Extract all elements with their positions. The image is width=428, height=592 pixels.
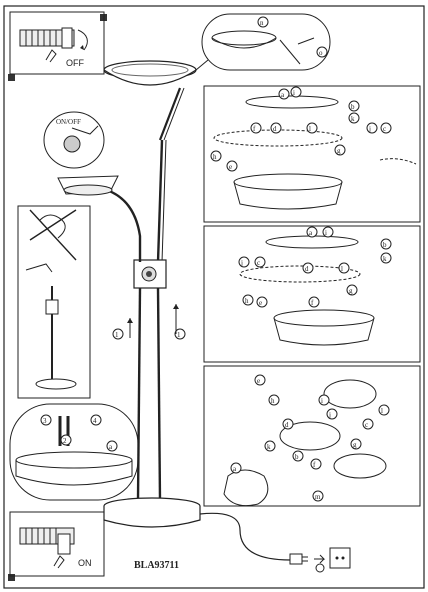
part-label-h-1: h [213, 153, 217, 161]
part-label-j-1: j [368, 125, 371, 133]
part-label-g-2: g [349, 287, 353, 295]
part-label-a-1: a [281, 91, 285, 99]
model-code: BLA93711 [134, 560, 179, 571]
part-label-j-3: j [328, 411, 331, 419]
uplighter-head [103, 60, 197, 141]
part-label-c-1: c [383, 125, 386, 133]
warning-inset [17, 205, 91, 399]
detail-panel-2: a b c d e f g h i j k l [203, 225, 421, 363]
off-label: OFF [66, 58, 84, 68]
part-label-k-3: k [267, 443, 271, 451]
part-label-b-1: b [351, 103, 355, 111]
shade-detail-inset: n o [195, 13, 331, 71]
part-label-k-2: k [383, 255, 387, 263]
on-off-label: ON/OFF [56, 118, 81, 126]
part-label-d-3: d [285, 421, 289, 429]
step-markers: 1 1 [112, 304, 186, 340]
step-1: 1 [115, 331, 119, 339]
part-label-i-1: i [293, 89, 295, 97]
step-3: 3 [43, 417, 47, 425]
part-label-g-3: g [353, 441, 357, 449]
part-label-i-2: i [325, 229, 327, 237]
reading-arm [57, 175, 142, 262]
part-label-n: n [260, 19, 264, 27]
part-label-c-3: c [365, 421, 368, 429]
part-label-l-1: l [309, 125, 311, 133]
step-4: 4 [93, 417, 97, 425]
part-label-h-3: h [271, 397, 275, 405]
part-label-f-3: f [313, 461, 316, 469]
step-2: 2 [63, 437, 67, 445]
part-label-a: a [109, 443, 113, 451]
base-assembly-inset: 3 4 2 a [9, 403, 139, 501]
page-border [3, 5, 425, 589]
on-off-inset: ON/OFF [43, 111, 105, 169]
part-label-l-2: l [341, 265, 343, 273]
part-label-g-1: g [337, 147, 341, 155]
part-label-j-2: j [240, 259, 243, 267]
corner-marker [8, 74, 15, 81]
step-1-b: 1 [177, 331, 181, 339]
part-label-a-2: a [309, 229, 313, 237]
corner-marker [8, 574, 15, 581]
part-label-b-3: b [295, 453, 299, 461]
part-label-e-2: e [259, 299, 262, 307]
detail-panel-1: a b c d e f g h i j k l [203, 85, 421, 223]
part-label-a-3: a [233, 465, 237, 473]
part-label-b-2: b [383, 241, 387, 249]
part-label-h-2: h [245, 297, 249, 305]
part-label-o: o [319, 49, 323, 57]
part-label-e-3: e [257, 377, 260, 385]
floor-base [103, 497, 351, 573]
floor-lamp-pole [133, 139, 167, 501]
part-label-f-1: f [253, 125, 256, 133]
part-label-e-1: e [229, 163, 232, 171]
switch-on-panel: ON [9, 511, 105, 577]
switch-off-panel: OFF [9, 11, 105, 75]
part-label-c-2: c [257, 259, 260, 267]
detail-panel-3: e h i j l c d g k b f a m [203, 365, 421, 507]
part-label-l-3: l [381, 407, 383, 415]
part-label-k-1: k [351, 115, 355, 123]
part-label-f-2: f [311, 299, 314, 307]
part-label-d-1: d [273, 125, 277, 133]
part-label-m-3: m [315, 493, 321, 501]
part-label-d-2: d [305, 265, 309, 273]
part-label-i-3: i [321, 397, 323, 405]
on-label: ON [78, 558, 92, 568]
